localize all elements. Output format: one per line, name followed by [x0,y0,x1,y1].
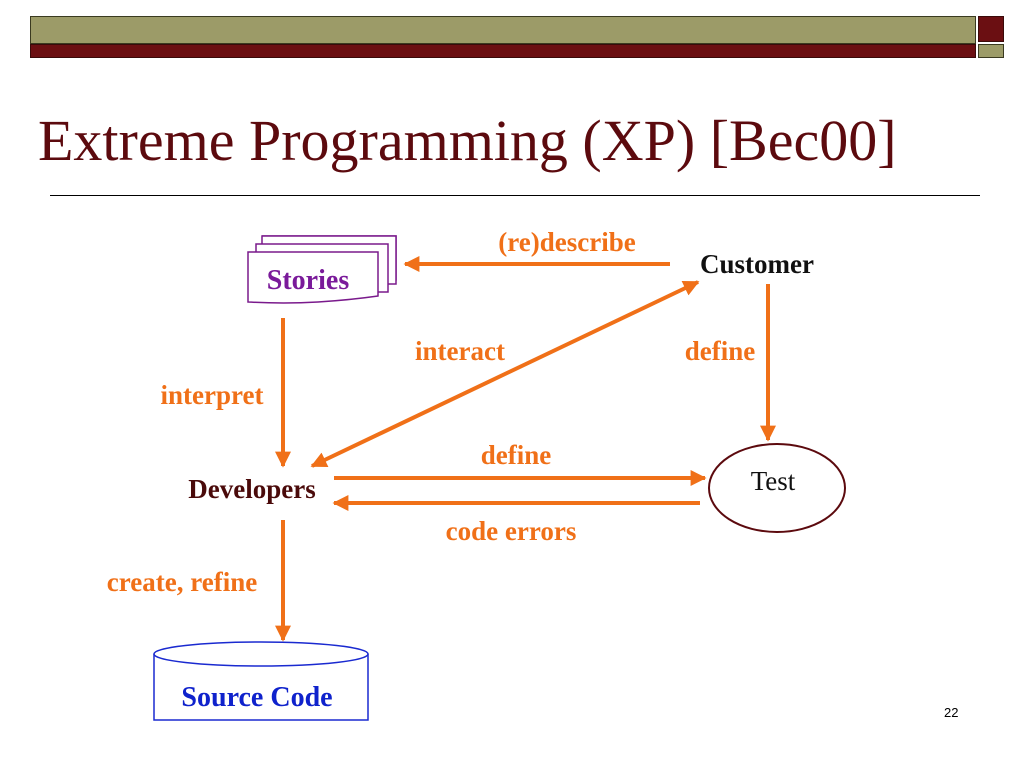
header-corner-olive [978,44,1004,58]
test-ellipse [708,443,846,533]
source-code-body [153,654,369,721]
page-number: 22 [944,705,959,720]
source-code-top [153,641,369,667]
header-band-maroon [30,44,976,58]
title-underline [50,195,980,196]
header-band-olive [30,16,976,44]
stories-label: Stories [267,265,350,296]
customer-label: Customer [700,249,814,279]
label-create-refine: create, refine [107,567,257,597]
label-interpret: interpret [161,380,264,410]
source-code-node: Source Code [153,641,369,721]
test-node: Test [708,443,846,533]
header-corner-maroon [978,16,1004,42]
label-code-errors: code errors [446,516,577,546]
label-define-dev: define [481,440,552,470]
stories-node: Stories [247,235,397,304]
label-redescribe: (re)describe [498,227,635,257]
developers-label: Developers [188,474,315,504]
label-interact: interact [415,336,505,366]
label-define-test: define [685,336,756,366]
test-label: Test [751,466,796,496]
source-code-label: Source Code [181,682,332,713]
slide-title: Extreme Programming (XP) [Bec00] [38,108,897,173]
arrow-interact [310,280,700,468]
